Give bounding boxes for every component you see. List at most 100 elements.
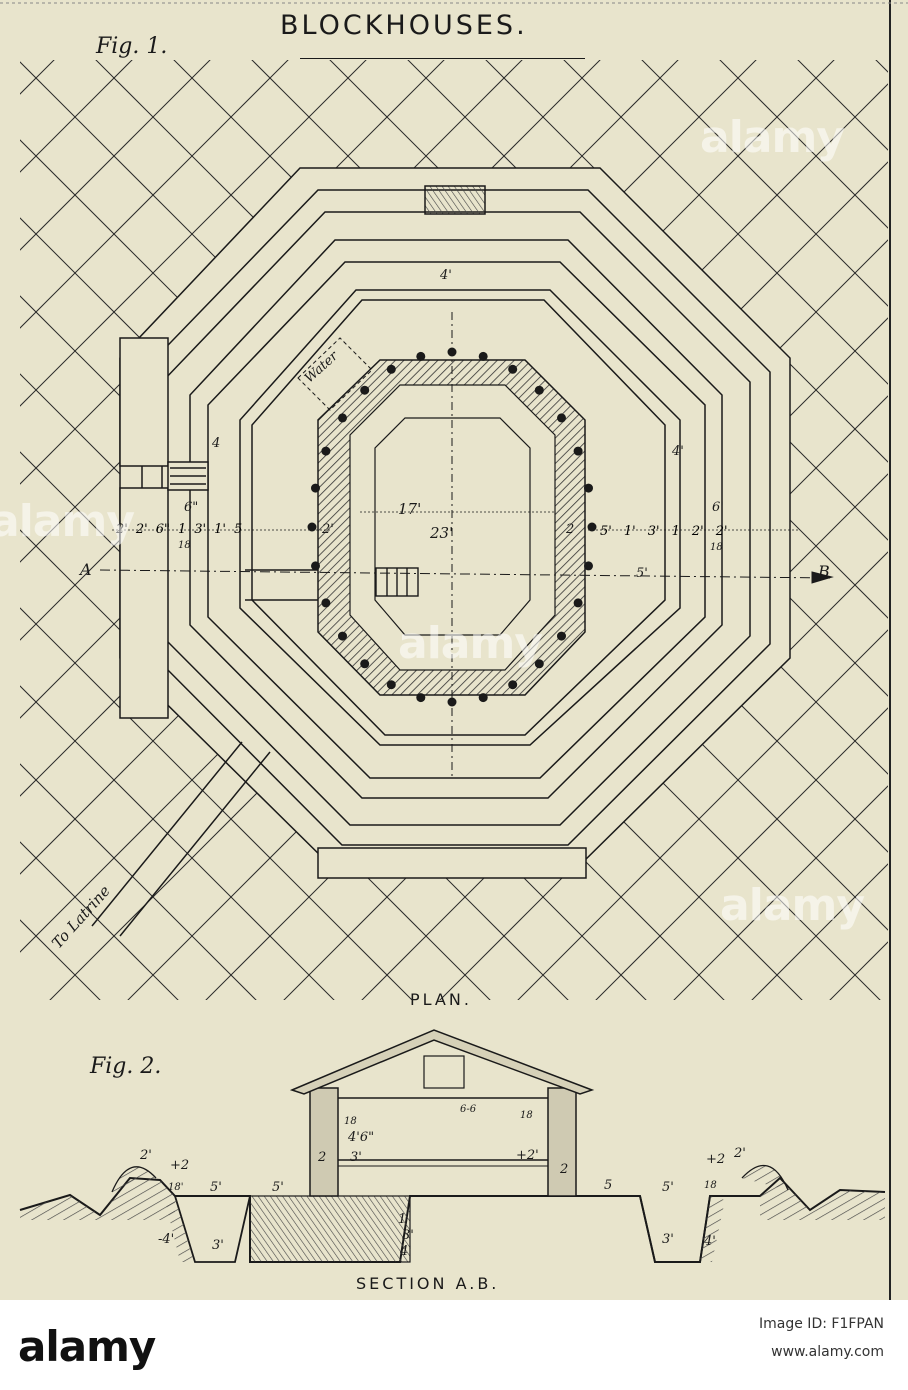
left-dim-0: 2' (116, 522, 128, 537)
sec-left-1: +2 (170, 1158, 190, 1173)
fig2-label: Fig. 2. (90, 1054, 162, 1079)
loophole-post (338, 631, 347, 641)
image-id-text: Image ID: F1FPAN (759, 1316, 884, 1332)
point-a-label: A (80, 560, 92, 579)
sec-left-2: 18' (168, 1182, 184, 1193)
loophole-post (557, 631, 566, 641)
sec-in-3: +2' (516, 1148, 539, 1163)
entry-passage (245, 569, 318, 601)
left-dim-4: 3' (194, 522, 207, 537)
diagram-sheet: BLOCKHOUSES. Fig. 1. Fig. 2. PLAN. SECTI… (0, 0, 908, 1300)
loophole-post (534, 659, 544, 669)
left-dim-3: 1 (177, 522, 187, 537)
loophole-post (386, 680, 396, 690)
left-dim-1: 2' (135, 522, 148, 537)
loophole-post (416, 351, 426, 361)
sec-in-9: 3' (402, 1228, 414, 1243)
water-tank (297, 337, 373, 411)
right-dimension-row: 5' 1' 3' 1 2' 2' (600, 524, 728, 539)
section-drawing (19, 1029, 886, 1263)
inner-depth-dim: 17' (398, 500, 422, 518)
watermark-top-right: alamy (700, 112, 845, 163)
right-dim-2: 3' (647, 524, 660, 539)
watermark-right: alamy (720, 880, 865, 931)
right-dim-4: 2' (691, 524, 704, 539)
left-dim-5: 1' (214, 522, 226, 537)
loophole-post (573, 446, 583, 456)
sec-right-4: 2' (734, 1146, 746, 1161)
left-entrance (119, 337, 209, 719)
sec-in-4: 18 (520, 1110, 533, 1121)
right-eighteen: 18 (710, 542, 723, 553)
sec-right-0: 5 (604, 1178, 613, 1193)
site-text: www.alamy.com (771, 1344, 884, 1360)
sec-left-0: 2' (140, 1148, 152, 1163)
inner-two-left: 2' (322, 522, 334, 537)
loophole-post (508, 364, 518, 374)
left-dim-2: 6" (155, 522, 170, 537)
loophole-post (584, 561, 593, 571)
axis-five: 5' (636, 566, 648, 581)
sec-right-1: 5' (662, 1180, 674, 1195)
left-dim-6: 5 (233, 522, 243, 537)
sec-in-8: 1 (398, 1212, 407, 1227)
watermark-left: alamy (0, 496, 135, 547)
sec-right-6: 4' (704, 1234, 716, 1249)
loophole-post (478, 693, 488, 703)
loophole-post (534, 385, 544, 395)
loophole-post (338, 413, 347, 423)
loophole-post (360, 659, 370, 669)
sec-right-3: +2 (706, 1152, 726, 1167)
right-ditch-dim: 4' (672, 444, 684, 459)
left-entry-dim: 6" (184, 500, 199, 515)
loophole-post (311, 483, 320, 493)
gate-blocks (317, 185, 587, 879)
loophole-posts (307, 347, 597, 707)
left-dimension-row: 2' 2' 6" 1 3' 1' 5 (116, 522, 242, 537)
right-dim-5: 2' (715, 524, 728, 539)
right-dim-0: 5' (600, 524, 612, 539)
loophole-post (478, 351, 488, 361)
sec-left-6: 3' (212, 1238, 224, 1253)
title-underline (300, 58, 585, 59)
left-ditch-dim: 4 (212, 436, 221, 451)
loophole-post (307, 522, 317, 532)
right-dim-3: 1 (671, 524, 680, 539)
loophole-post (573, 598, 583, 608)
section-caption: SECTION A.B. (356, 1274, 500, 1293)
interior-room (374, 417, 531, 636)
right-dim-1: 1' (623, 524, 636, 539)
sec-left-4: 5' (272, 1180, 284, 1195)
dimension-lines (112, 511, 800, 531)
loophole-post (508, 680, 518, 690)
loophole-post (321, 446, 331, 456)
diagram-svg (0, 0, 908, 1300)
loophole-post (416, 693, 426, 703)
sec-in-7: 6-6 (460, 1104, 477, 1115)
loophole-post (587, 522, 597, 532)
sec-in-0: 18 (344, 1116, 357, 1127)
page-title: BLOCKHOUSES. (280, 10, 528, 41)
sec-right-5: 3' (662, 1232, 674, 1247)
plan-caption: PLAN. (410, 990, 472, 1009)
point-b-label: B (818, 562, 830, 581)
footer-bar: alamy Image ID: F1FPAN www.alamy.com (0, 1300, 908, 1390)
right-entry-dim: 6' (712, 500, 724, 515)
left-eighteen: 18 (178, 540, 191, 551)
sec-in-2: 3' (350, 1150, 362, 1165)
loophole-post (584, 483, 593, 493)
fig1-label: Fig. 1. (96, 34, 168, 59)
sec-left-5: -4' (158, 1232, 175, 1247)
sec-in-1: 4'6" (348, 1130, 375, 1145)
inner-width-dim: 23' (430, 524, 454, 542)
loophole-post (386, 364, 396, 374)
sec-right-2: 18 (704, 1180, 717, 1191)
loophole-post (360, 385, 370, 395)
sec-in-6: 2 (560, 1162, 569, 1177)
footer-logo: alamy (18, 1322, 156, 1371)
sec-in-10: 4' (400, 1244, 412, 1259)
loophole-post (311, 561, 320, 571)
loophole-post (557, 413, 566, 423)
watermark-center: alamy (398, 618, 543, 669)
